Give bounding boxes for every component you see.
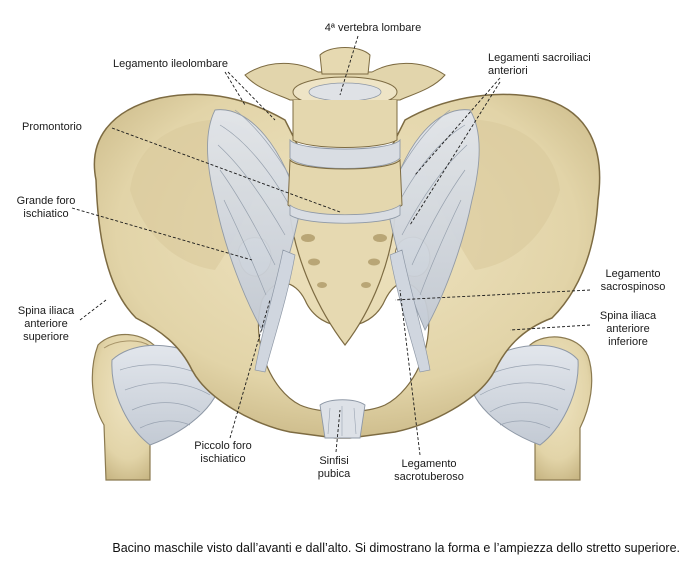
leader-sacroiliaci-2 bbox=[409, 81, 501, 226]
leader-ileolombare-1 bbox=[224, 71, 246, 106]
sacrotuberous-bands bbox=[254, 249, 431, 373]
label-spina-inf: Spina iliaca anteriore inferiore bbox=[599, 310, 657, 348]
leader-sinfisi bbox=[335, 409, 341, 453]
leader-ileolombare-2 bbox=[227, 71, 276, 121]
label-grande-foro: Grande foro ischiatico bbox=[16, 195, 76, 220]
leader-spina-inf bbox=[509, 324, 591, 331]
lumbar-vertebra bbox=[244, 47, 446, 224]
figure-caption: Bacino maschile visto dall’avanti e dall… bbox=[112, 541, 680, 555]
label-vertebra: 4ª vertebra lombare bbox=[324, 22, 422, 34]
label-sinfisi: Sinfisi pubica bbox=[317, 455, 351, 480]
leader-grande-foro bbox=[71, 207, 253, 261]
leader-vertebra bbox=[339, 35, 359, 96]
ligaments-left bbox=[207, 109, 301, 332]
label-sacroiliaci: Legamenti sacroiliaci anteriori bbox=[488, 52, 591, 77]
label-piccolo-foro: Piccolo foro ischiatico bbox=[194, 440, 252, 465]
leader-sacrotuberoso bbox=[399, 289, 421, 456]
leader-promontorio bbox=[111, 127, 341, 213]
leader-sacrospinoso bbox=[394, 289, 591, 301]
label-spina-sup: Spina iliaca anteriore superiore bbox=[17, 305, 75, 343]
leader-piccolo-foro bbox=[229, 299, 271, 439]
label-sacrospinoso: Legamento sacrospinoso bbox=[600, 268, 666, 293]
leader-spina-sup bbox=[79, 299, 107, 321]
pubic-symphysis bbox=[319, 399, 366, 439]
leader-lines bbox=[71, 35, 591, 456]
label-promontorio: Promontorio bbox=[22, 121, 82, 133]
leader-sacroiliaci-1 bbox=[414, 77, 501, 176]
label-ileolombare: Legamento ileolombare bbox=[113, 58, 228, 70]
label-sacrotuberoso: Legamento sacrotuberoso bbox=[394, 458, 464, 483]
